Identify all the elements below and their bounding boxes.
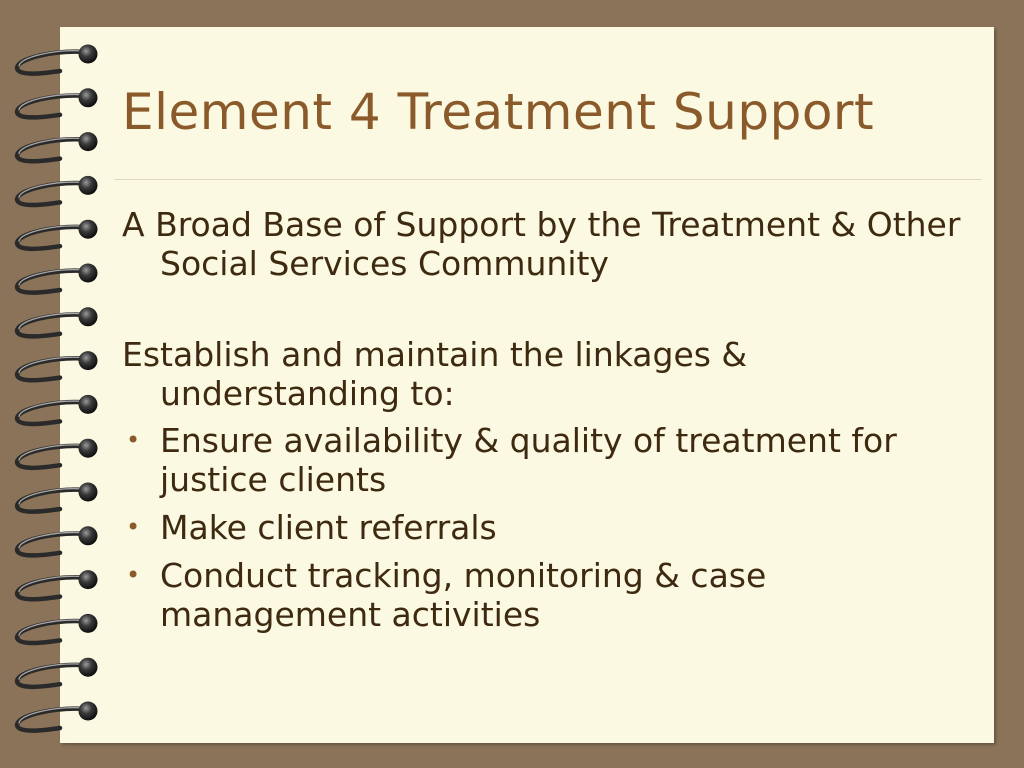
paragraph-linkages: Establish and maintain the linkages & un… bbox=[122, 335, 748, 413]
bullet-text: Conduct tracking, monitoring & case mana… bbox=[160, 556, 767, 634]
binding-ring bbox=[14, 219, 98, 252]
binding-ring bbox=[14, 657, 98, 690]
title-divider bbox=[114, 179, 982, 180]
bullet-icon: • bbox=[126, 561, 141, 589]
bullet-icon: • bbox=[126, 513, 141, 541]
binding-ring bbox=[14, 44, 98, 76]
slide-body: A Broad Base of Support by the Treatment… bbox=[122, 205, 982, 643]
binding-ring bbox=[14, 482, 98, 514]
binding-ring bbox=[14, 351, 98, 383]
binding-ring bbox=[14, 613, 98, 646]
notebook-page: Element 4 Treatment Support A Broad Base… bbox=[60, 27, 994, 743]
bullet-text: Ensure availability & quality of treatme… bbox=[160, 421, 897, 499]
binding-ring bbox=[14, 438, 98, 471]
paragraph-support: A Broad Base of Support by the Treatment… bbox=[122, 205, 961, 283]
binding-ring bbox=[14, 88, 98, 120]
binding-ring bbox=[14, 701, 98, 733]
binding-ring bbox=[14, 394, 98, 427]
spiral-binding-icon bbox=[14, 44, 98, 733]
bullet-icon: • bbox=[126, 426, 141, 454]
list-item: • Ensure availability & quality of treat… bbox=[122, 421, 982, 499]
binding-ring bbox=[14, 307, 98, 339]
binding-ring bbox=[14, 570, 98, 602]
list-item: • Make client referrals bbox=[122, 508, 982, 547]
binding-ring bbox=[14, 263, 98, 295]
bullet-list: • Ensure availability & quality of treat… bbox=[122, 421, 982, 634]
binding-ring bbox=[14, 526, 98, 558]
bullet-text: Make client referrals bbox=[160, 508, 497, 547]
slide-title: Element 4 Treatment Support bbox=[122, 83, 875, 141]
binding-ring bbox=[14, 175, 98, 208]
binding-ring bbox=[14, 132, 98, 164]
list-item: • Conduct tracking, monitoring & case ma… bbox=[122, 556, 982, 634]
